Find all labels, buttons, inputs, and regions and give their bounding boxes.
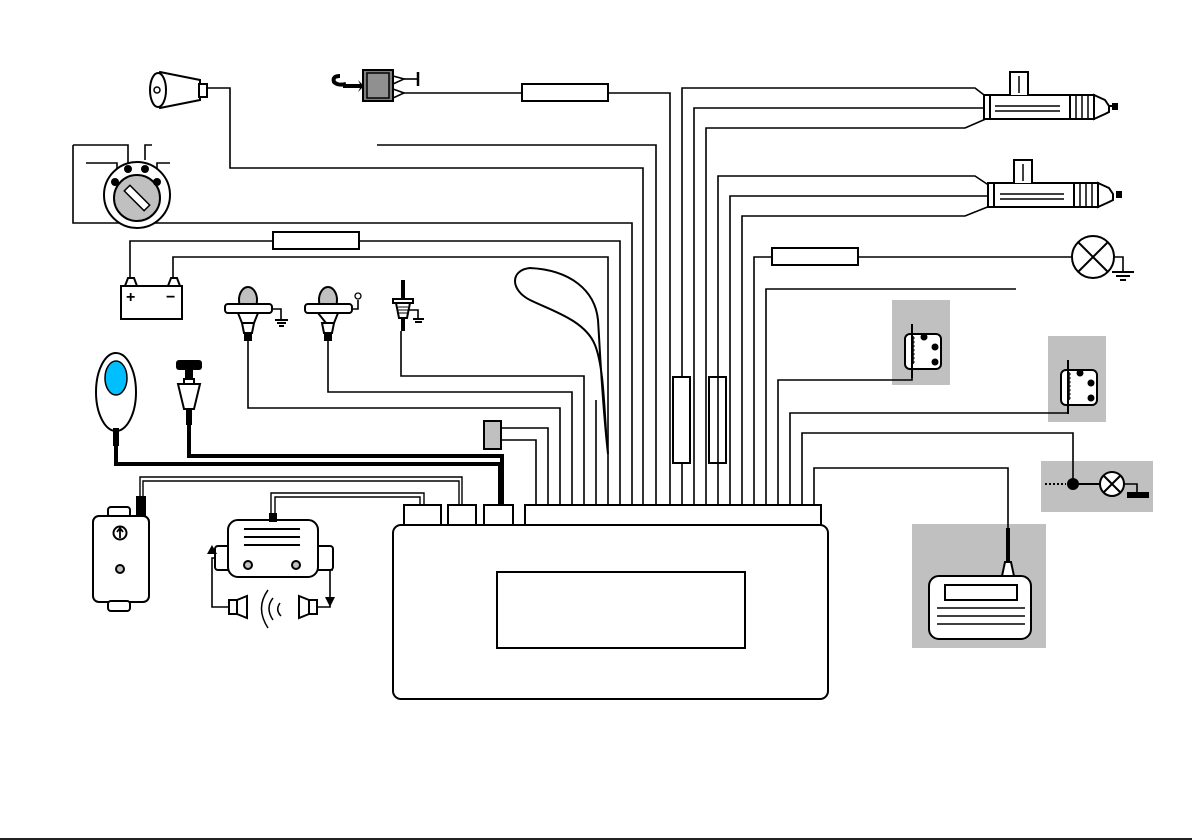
connector-plug: [484, 421, 501, 449]
connector-block-main: [525, 505, 821, 525]
wire-aux-right: [766, 289, 1016, 505]
wire-connector-b: [501, 440, 536, 505]
antenna-loop: [515, 268, 608, 454]
wire-ultrasonic-a: [271, 493, 424, 513]
battery-plus-label: +: [126, 289, 135, 306]
connector-block-2: [448, 505, 476, 525]
wire-battery-minus: [173, 257, 608, 505]
control-unit-label-window: [497, 572, 745, 648]
battery-minus-label: −: [166, 289, 175, 306]
wire-siren: [207, 88, 643, 505]
wire-battery-plus: [130, 241, 273, 278]
fuse-5: [772, 248, 858, 265]
door-lock-actuator-1-icon: [984, 72, 1118, 119]
battery-icon: + −: [121, 278, 182, 319]
wire-relay-1: [778, 378, 912, 505]
shock-sensor-icon: [334, 70, 418, 101]
door-pin-switch-2-icon: [305, 287, 361, 341]
wire-relay-2: [790, 413, 1068, 505]
fuse-2: [273, 232, 359, 249]
wire-hood-pin: [401, 331, 584, 505]
siren-icon: [150, 72, 207, 108]
fuse-1: [522, 84, 608, 101]
wire-lock-2b: [730, 196, 990, 505]
wire-ultrasonic-b: [275, 497, 420, 513]
wire-lamp: [754, 257, 772, 505]
door-lock-actuator-2-icon: [988, 160, 1122, 207]
wire-parking-light: [802, 433, 1073, 505]
lamp-icon: [1072, 236, 1134, 280]
connector-block-3: [484, 505, 513, 525]
wire-lock-1a: [682, 88, 988, 505]
led-indicator-icon: [96, 353, 136, 446]
ultrasonic-module-icon: [215, 513, 333, 577]
push-button-icon: [176, 360, 202, 425]
door-pin-switch-1-icon: [225, 287, 288, 341]
wire-transmitter: [814, 468, 1008, 528]
connector-block-1: [404, 505, 441, 525]
hood-pin-switch-icon: [393, 280, 424, 331]
remote-receiver-icon: [93, 496, 149, 611]
wire-aux: [377, 145, 656, 505]
control-unit: [393, 505, 828, 699]
fuse-3: [673, 377, 690, 463]
